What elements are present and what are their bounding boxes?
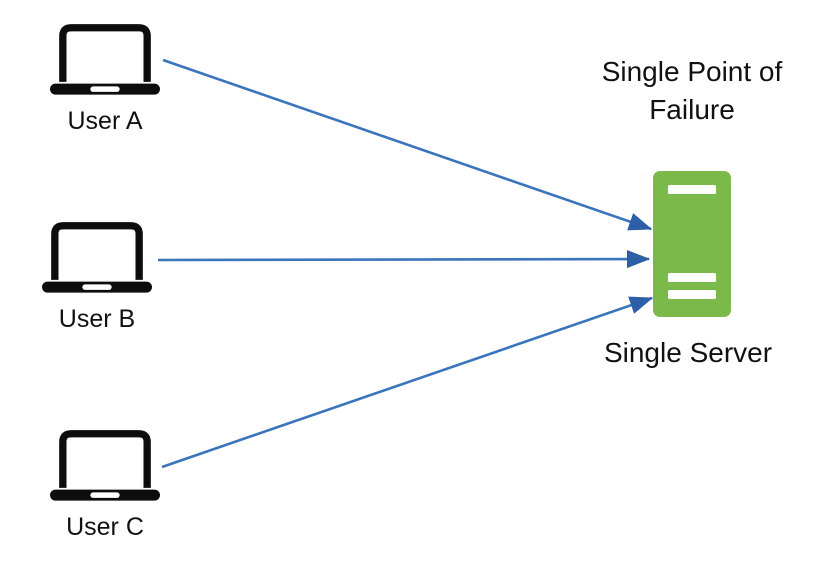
single-server-label: Single Server [603, 337, 773, 368]
laptop-icon [50, 430, 160, 501]
laptop-icon [42, 222, 152, 293]
diagram-title: Single Point of Failure [577, 53, 807, 129]
user-a-label: User A [67, 107, 143, 135]
node-user-b: User B [42, 219, 152, 332]
node-user-c: User C [50, 427, 160, 540]
arrow-user-b-to-server [157, 249, 651, 269]
user-b-label: User B [58, 305, 136, 333]
arrow-user-c-to-server [161, 296, 654, 469]
node-user-a: User A [50, 21, 160, 134]
server-icon [653, 171, 731, 317]
node-single-server [653, 171, 731, 317]
user-c-label: User C [66, 513, 144, 541]
diagram-title-line-1: Single Point of [601, 56, 783, 87]
laptop-icon [50, 24, 160, 95]
diagram-title-line-2: Failure [649, 94, 735, 125]
